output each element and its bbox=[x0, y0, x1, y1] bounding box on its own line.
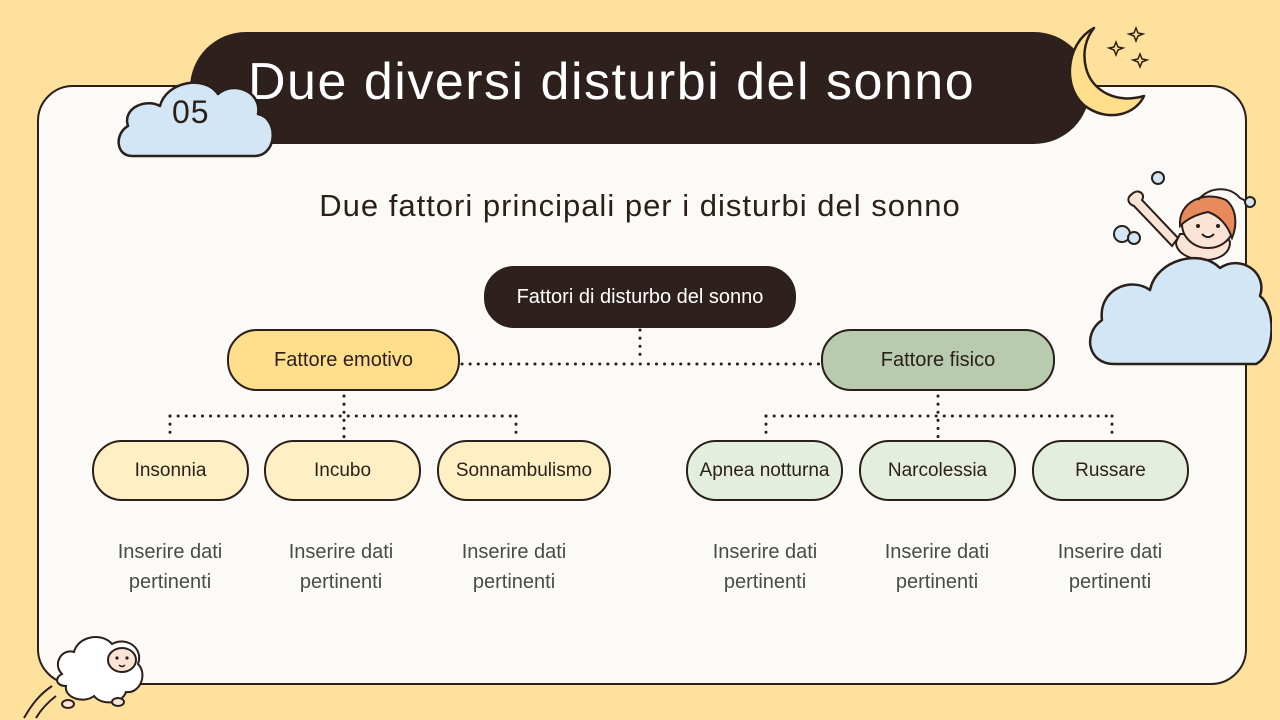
sheep-illustration bbox=[23, 636, 144, 719]
girl-on-cloud-illustration bbox=[1088, 171, 1272, 366]
note-russare: Inserire dati pertinenti bbox=[1057, 541, 1163, 593]
note-insonnia: Inserire dati pertinenti bbox=[117, 541, 223, 593]
leaf-narcolessia: Narcolessia bbox=[859, 440, 1016, 501]
slide-number: 05 bbox=[172, 94, 210, 130]
leaf-insonnia: Insonnia bbox=[92, 440, 249, 501]
note-incubo: Inserire dati pertinenti bbox=[288, 541, 394, 593]
leaf-sonnambulismo: Sonnambulismo bbox=[437, 440, 611, 501]
root-node: Fattori di disturbo del sonno bbox=[484, 266, 796, 328]
leaf-incubo: Incubo bbox=[264, 440, 421, 501]
note-apnea-notturna: Inserire dati pertinenti bbox=[712, 541, 818, 593]
slide-subtitle: Due fattori principali per i disturbi de… bbox=[319, 188, 961, 223]
category-physical: Fattore fisico bbox=[821, 329, 1055, 391]
number-cloud-icon bbox=[117, 81, 274, 158]
title-bar bbox=[190, 32, 1090, 144]
note-narcolessia: Inserire dati pertinenti bbox=[884, 541, 990, 593]
leaf-apnea-notturna: Apnea notturna bbox=[686, 440, 843, 501]
note-sonnambulismo: Inserire dati pertinenti bbox=[461, 541, 567, 593]
moon-icon bbox=[1068, 26, 1146, 117]
category-emotional: Fattore emotivo bbox=[227, 329, 460, 391]
slide-title: Due diversi disturbi del sonno bbox=[248, 53, 976, 111]
stars-icon bbox=[1106, 26, 1150, 70]
leaf-russare: Russare bbox=[1032, 440, 1189, 501]
